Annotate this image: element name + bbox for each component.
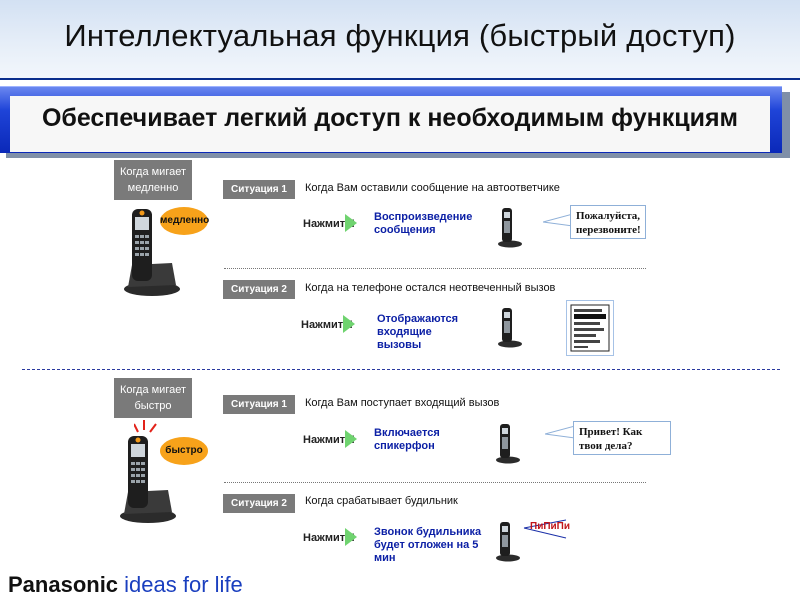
footer-logo: Panasonic ideas for life	[8, 572, 243, 598]
situation-badge: Ситуация 1	[223, 395, 295, 414]
blink-rays-icon	[134, 420, 157, 433]
press-label: Нажмите!	[303, 532, 355, 544]
press-label: Нажмите!	[301, 319, 353, 331]
speech-pointer	[545, 426, 575, 439]
press-arrow-icon	[343, 315, 355, 333]
brand-tagline: ideas for life	[124, 572, 243, 597]
when-blink-slow: Когда мигает медленно	[114, 160, 192, 200]
dotted-separator	[224, 482, 646, 483]
action-text: Отображаются входящие вызовы	[377, 313, 459, 351]
phone-handset-icon	[498, 308, 522, 348]
speed-oval-slow: медленно	[160, 207, 209, 235]
situation-description: Когда Вам оставили сообщение на автоотве…	[305, 182, 560, 194]
phone-base-slow-icon	[124, 209, 180, 296]
phone-handset-icon	[498, 208, 522, 248]
situation-description: Когда срабатывает будильник	[305, 495, 458, 507]
action-text: Звонок будильника будет отложен на 5 мин	[374, 526, 482, 564]
press-arrow-icon	[345, 528, 357, 546]
page-title: Интеллектуальная функция (быстрый доступ…	[64, 18, 736, 53]
press-label: Нажмите!	[303, 218, 355, 230]
call-list-icon	[570, 304, 610, 352]
speed-oval-fast: быстро	[160, 437, 208, 465]
press-arrow-icon	[345, 430, 357, 448]
situation-description: Когда Вам поступает входящий вызов	[305, 397, 500, 409]
incoming-calls-screen	[566, 300, 614, 356]
phone-handset-icon	[496, 424, 520, 464]
section-separator	[22, 369, 780, 370]
situation-badge: Ситуация 1	[223, 180, 295, 199]
speech-bubble: Пожалуйста, перезвоните!	[570, 205, 646, 239]
situation-badge: Ситуация 2	[223, 280, 295, 299]
situation-description: Когда на телефоне остался неотвеченный в…	[305, 282, 556, 294]
speech-bubble: Привет! Как твои дела?	[573, 421, 671, 455]
speech-pointer	[543, 214, 573, 227]
brand-name: Panasonic	[8, 572, 119, 597]
phone-base-fast-icon	[120, 436, 176, 523]
alarm-ring-text: ПиПиПи	[530, 521, 571, 532]
when-blink-fast: Когда мигает быстро	[114, 378, 192, 418]
action-text: Включается спикерфон	[374, 427, 440, 452]
press-label: Нажмите!	[303, 434, 355, 446]
phone-handset-icon	[496, 522, 520, 562]
header-rule	[0, 78, 800, 80]
banner-panel	[10, 96, 770, 152]
press-arrow-icon	[345, 214, 357, 232]
situation-badge: Ситуация 2	[223, 494, 295, 513]
header-band	[0, 0, 800, 80]
dotted-separator	[224, 268, 646, 269]
banner-text: Обеспечивает легкий доступ к необходимым…	[41, 104, 739, 132]
action-text: Воспроизведение сообщения	[374, 211, 473, 236]
ring-lines-icon	[523, 519, 567, 539]
